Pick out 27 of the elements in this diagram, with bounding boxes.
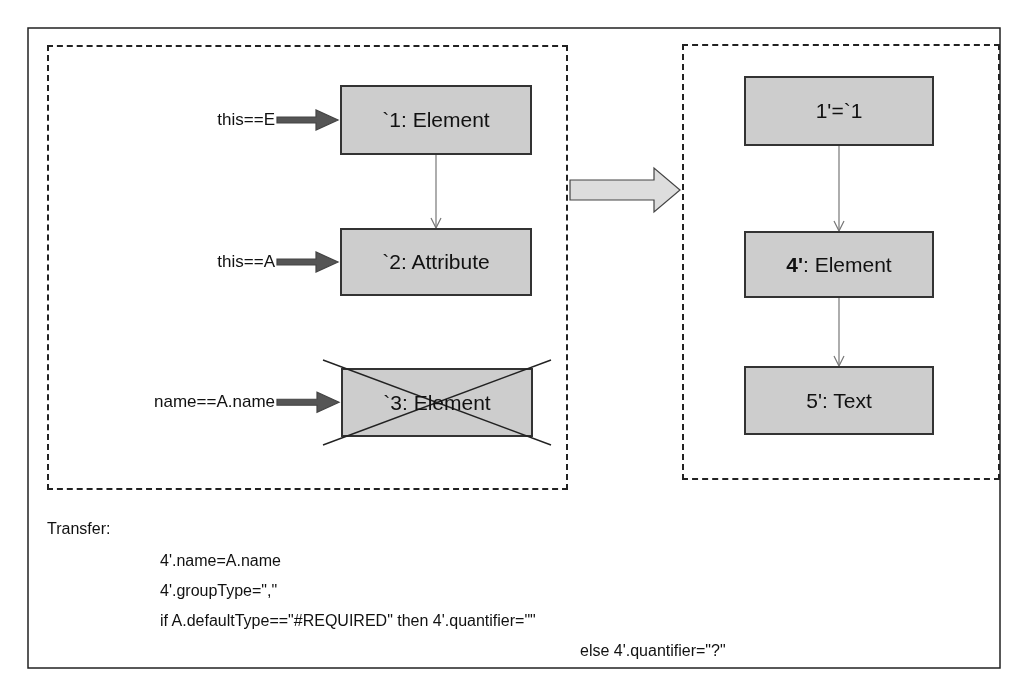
dashed-group-box bbox=[47, 45, 568, 490]
box-label: 1'=`1 bbox=[815, 99, 863, 123]
arrow bbox=[833, 145, 845, 232]
code-line: 4'.name=A.name bbox=[160, 552, 281, 570]
thick-arrow bbox=[276, 391, 341, 414]
code-line: if A.defaultType=="#REQUIRED" then 4'.quantifier="" bbox=[160, 612, 536, 630]
object-box bbox=[744, 76, 934, 146]
thick-arrow bbox=[276, 251, 340, 273]
object-box bbox=[744, 366, 934, 435]
code-line: 4'.groupType="," bbox=[160, 582, 278, 600]
condition-text: this==A bbox=[120, 250, 275, 274]
box-label: `2: Attribute bbox=[382, 250, 490, 274]
condition-text: this==E bbox=[120, 108, 275, 132]
thick-arrow bbox=[276, 109, 340, 131]
section-heading: Transfer: bbox=[47, 520, 111, 538]
box-label: 5': Text bbox=[806, 388, 872, 413]
object-box bbox=[744, 231, 934, 298]
object-box bbox=[340, 85, 532, 155]
dashed-group-box bbox=[682, 44, 1000, 480]
box-label: 4': Element bbox=[786, 252, 892, 277]
object-box bbox=[340, 228, 532, 296]
box-label: `1: Element bbox=[382, 108, 490, 132]
condition-text: name==A.name bbox=[90, 390, 275, 414]
arrow bbox=[430, 154, 442, 229]
arrow bbox=[833, 297, 845, 367]
code-line: else 4'.quantifier="?" bbox=[580, 642, 726, 660]
block-arrow bbox=[569, 166, 681, 214]
